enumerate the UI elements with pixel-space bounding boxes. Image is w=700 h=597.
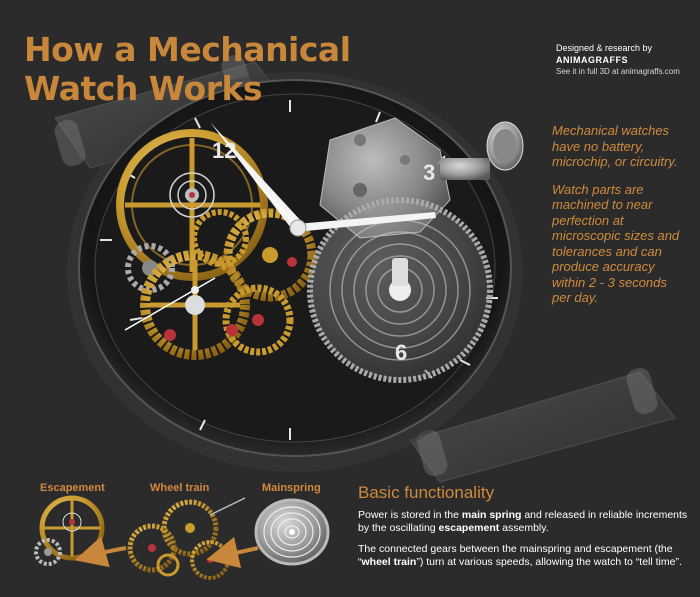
wheel-train-gears bbox=[140, 208, 317, 360]
term-escapement: escapement bbox=[438, 522, 500, 534]
text-span: ”) turn at various speeds, allowing the … bbox=[416, 556, 682, 568]
mainspring-thumbnail bbox=[254, 498, 330, 566]
text-span: and released in reliable increments by t… bbox=[358, 509, 688, 534]
term-main-spring: main spring bbox=[461, 509, 522, 521]
title-line-1: How a Mechanical bbox=[24, 30, 351, 69]
intro-text: Mechanical watches have no battery, micr… bbox=[552, 123, 687, 318]
credit-brand: ANIMAGRAFFS bbox=[556, 55, 628, 65]
text-span: Power is stored in the bbox=[358, 509, 462, 521]
crown bbox=[440, 121, 524, 180]
basic-functionality-heading: Basic functionality bbox=[358, 483, 495, 502]
credit-link[interactable]: See it in full 3D at animagraffs.com bbox=[556, 67, 680, 76]
label-wheel-train: Wheel train bbox=[150, 482, 210, 494]
text-span: The connected gears between the mainspri… bbox=[358, 543, 673, 568]
mainspring-barrel bbox=[307, 197, 493, 383]
numeral-3: 3 bbox=[423, 160, 435, 185]
basic-functionality-text: Power is stored in the main spring and r… bbox=[358, 509, 690, 577]
wheel-train-thumbnail bbox=[127, 497, 246, 580]
page-title: How a Mechanical Watch Works bbox=[24, 30, 351, 108]
arrow-train-to-escapement bbox=[74, 536, 127, 568]
credit-line-1: Designed & research by bbox=[556, 43, 653, 53]
intro-paragraph-1: Mechanical watches have no battery, micr… bbox=[552, 123, 678, 169]
text-span: assembly. bbox=[499, 522, 549, 534]
label-mainspring: Mainspring bbox=[262, 482, 321, 494]
label-escapement: Escapement bbox=[40, 482, 105, 494]
basic-paragraph-1: Power is stored in the main spring and r… bbox=[358, 509, 690, 535]
term-wheel-train: wheel train bbox=[361, 556, 417, 568]
arrow-mainspring-to-train bbox=[206, 536, 259, 569]
numeral-6: 6 bbox=[395, 340, 407, 365]
credit-block: Designed & research by ANIMAGRAFFS See i… bbox=[556, 42, 680, 78]
balance-wheel bbox=[116, 129, 268, 281]
intro-paragraph-2: Watch parts are machined to near perfect… bbox=[552, 181, 680, 306]
escapement-thumbnail bbox=[34, 495, 105, 566]
watch-hands bbox=[124, 122, 436, 331]
seconds-hand bbox=[124, 277, 216, 331]
title-line-2: Watch Works bbox=[24, 69, 263, 108]
basic-paragraph-2: The connected gears between the mainspri… bbox=[358, 543, 690, 569]
